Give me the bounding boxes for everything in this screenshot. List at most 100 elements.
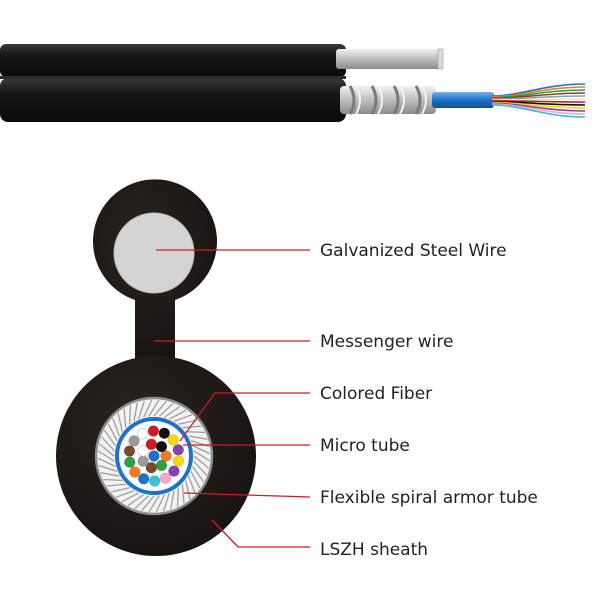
armor-tick [185,480,191,500]
armor-tick [190,471,201,489]
armor-tick [158,402,174,417]
fiber-strand [491,101,586,109]
fiber-dot [172,455,185,467]
armor-tick [133,402,138,422]
main-sheath [0,78,346,122]
callout-labels: Galvanized Steel Wire Messenger wire Col… [320,241,538,560]
label-galvanized-steel-wire: Galvanized Steel Wire [320,241,507,261]
fiber-dot [167,434,179,446]
armor-tick [164,405,181,418]
label-micro-tube: Micro tube [320,436,410,456]
armor-tick [155,494,165,513]
leader-lines [154,249,311,548]
armor-tick [98,443,115,457]
armor-tick [103,429,116,446]
fiber-dot [123,445,136,457]
armor-tick [153,400,167,417]
messenger-sheath [0,44,346,77]
armor-tick [110,487,130,493]
spiral-armor-texture [97,399,211,513]
spiral-armor [340,85,436,115]
armor-tick [182,425,202,429]
fiber-strand [491,104,586,118]
armor-tick [127,494,144,507]
fiber-dot [129,466,141,478]
armor-tick [97,450,115,462]
fiber-dot [155,459,168,472]
armor-tick [188,435,208,440]
armor-tick [185,431,205,434]
armor-tick [98,465,118,472]
fiber-dot [128,435,140,447]
armor-tick [178,419,198,425]
armor-tick [148,399,160,417]
fiber-strand [491,100,586,103]
fiber-dot [158,427,170,439]
armor-tick [188,475,196,495]
fiber-dot [145,461,158,474]
cable-cross-section [56,179,256,556]
armor-tick [129,405,132,425]
fiber-dot [148,450,160,462]
armor-tick [143,399,153,418]
fiber-dot [172,444,184,456]
fiber-dot [136,428,149,440]
colored-fiber-fan [491,83,586,118]
fiber-strand [491,92,586,100]
armor-tick [134,495,150,510]
fiber-dot [155,440,168,453]
armor-tick [123,408,127,428]
leader-lszh-sheath [211,519,310,548]
fiber-strand [491,98,586,101]
armor-tick [100,472,120,477]
steel-wire-end [336,49,442,69]
armor-tick [107,423,118,441]
armor-tick [121,492,139,503]
fiber-dot [168,465,180,477]
fiber-strand [491,95,586,100]
fiber-dot [147,425,160,437]
armor-tick [112,417,120,437]
armor-tick [176,487,179,507]
armor-tick [192,445,211,455]
fiber-dot [138,473,150,485]
fiber-dot [137,445,149,457]
label-lszh-sheath: LSZH sheath [320,540,428,560]
label-messenger-wire: Messenger wire [320,332,453,352]
armor-tick [193,460,208,476]
leader-flexible-spiral-armor-tube [183,492,311,498]
armor-tick [141,495,155,512]
fiber-dot [145,438,158,451]
armor-tick [169,409,187,420]
micro-tube-end [432,92,494,108]
fiber-strand [491,89,586,99]
label-flexible-spiral-armor-tube: Flexible spiral armor tube [320,488,538,508]
armor-tick [117,412,123,432]
fiber-dot [159,472,172,484]
fiber-strand [491,103,586,115]
cable-side-view [0,44,586,122]
armor-tick [173,414,193,422]
fiber-strand [491,102,586,112]
leader-colored-fiber [179,392,310,442]
armor-tick [115,490,135,498]
armor-tick [148,495,160,513]
fiber-strand [491,86,586,98]
fiber-dot [160,450,172,462]
armor-tick [193,450,211,462]
armor-tick [106,483,126,487]
fiber-dot [124,456,136,468]
armor-tick [170,490,175,510]
armor-tick [193,455,210,469]
label-colored-fiber: Colored Fiber [320,384,432,404]
armor-tick [103,478,123,481]
fiber-dot [148,475,161,487]
fiber-dot [137,455,149,467]
armor-tick [97,457,116,467]
armor-tick [181,484,185,504]
armor-tick [100,436,115,452]
armor-tick [138,400,145,420]
fiber-strand [491,100,586,106]
armor-tick [163,492,170,512]
